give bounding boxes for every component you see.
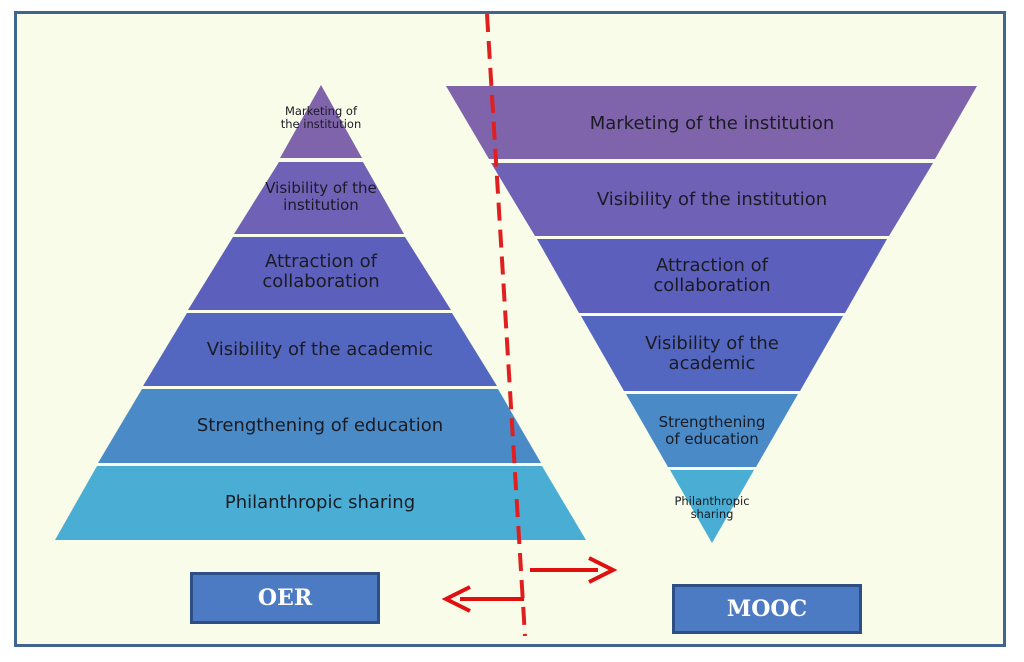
oer-tier-5-label: Strengthening of education: [196, 414, 444, 436]
oer-tier-2: [234, 162, 404, 234]
arrow-left-icon: [441, 585, 524, 613]
oer-tier-6-label: Philanthropic sharing: [224, 491, 416, 513]
mooc-tier-4-label: Visibility of the academic: [645, 332, 779, 374]
mooc-tier-1: [446, 86, 977, 159]
oer-tier-1-label: Marketing of the institution: [280, 104, 362, 131]
arrow-right-icon: [530, 556, 618, 584]
oer-tier-3-label: Attraction of collaboration: [262, 250, 380, 292]
mooc-tier-5: [626, 394, 798, 467]
mooc-tier-6-label: Philanthropic sharing: [674, 494, 750, 521]
mooc-tier-6: [670, 470, 754, 543]
oer-tier-3: [188, 237, 451, 310]
oer-tier-4: [143, 313, 497, 386]
mooc-tier-3-label: Attraction of collaboration: [653, 254, 771, 296]
oer-tier-5: [98, 389, 541, 463]
mooc-tier-4: [581, 316, 843, 391]
mooc-tier-1-label: Marketing of the institution: [589, 112, 835, 134]
oer-label-box: OER: [190, 572, 380, 624]
mooc-tier-2-label: Visibility of the institution: [596, 188, 828, 210]
mooc-tier-2: [491, 163, 933, 236]
mooc-label-box: MOOC: [672, 584, 862, 634]
oer-tier-1: [280, 85, 362, 158]
mooc-tier-5-label: Strengthening of education: [658, 413, 766, 448]
oer-tier-6: [55, 466, 586, 540]
mooc-tier-3: [537, 239, 887, 313]
divider-dashed-line: [485, 13, 527, 637]
oer-tier-4-label: Visibility of the academic: [206, 338, 434, 360]
oer-tier-2-label: Visibility of the institution: [265, 179, 377, 214]
